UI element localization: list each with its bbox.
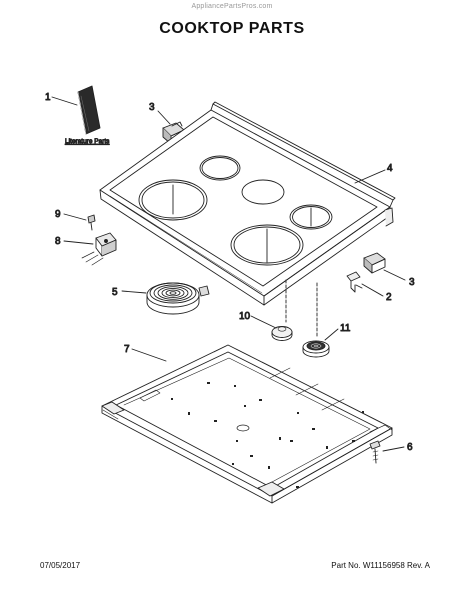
callout-2: 2 bbox=[386, 292, 392, 303]
terminal-block-part-8 bbox=[81, 232, 117, 266]
callout-3-upper: 3 bbox=[149, 102, 155, 113]
watermark: AppliancePartsPros.com bbox=[191, 3, 273, 10]
hinge-bracket-lower bbox=[363, 252, 386, 274]
callout-9: 9 bbox=[55, 209, 61, 220]
callout-7: 7 bbox=[124, 344, 130, 355]
callout-8: 8 bbox=[55, 236, 61, 247]
callout-5: 5 bbox=[112, 287, 118, 298]
page-title: COOKTOP PARTS bbox=[159, 20, 305, 37]
clip-part-2 bbox=[346, 271, 363, 293]
leader-line-8 bbox=[63, 240, 94, 245]
callout-3-lower: 3 bbox=[409, 277, 415, 288]
leader-line-3-upper bbox=[157, 110, 171, 125]
burner-box-part-7 bbox=[101, 344, 393, 504]
limiter-sensor-part-10 bbox=[271, 279, 293, 341]
leader-line-2 bbox=[361, 283, 384, 297]
leader-line-11 bbox=[324, 328, 339, 341]
callout-4: 4 bbox=[387, 163, 393, 174]
literature-parts-label: Literature Parts bbox=[65, 138, 110, 145]
surface-element-small bbox=[302, 282, 330, 358]
leader-line-10 bbox=[250, 315, 277, 329]
literature-parts-booklet bbox=[77, 85, 101, 135]
cooktop-glass-top bbox=[99, 101, 396, 306]
leader-line-5 bbox=[121, 290, 147, 294]
footer-date: 07/05/2017 bbox=[40, 561, 81, 570]
leader-line-1 bbox=[51, 96, 78, 106]
leader-line-3-lower bbox=[383, 269, 406, 281]
footer-part-number: Part No. W11156958 Rev. A bbox=[331, 561, 430, 570]
screw-part-6 bbox=[369, 440, 381, 464]
callout-10: 10 bbox=[239, 311, 251, 322]
callout-6: 6 bbox=[407, 442, 413, 453]
leader-line-4 bbox=[354, 169, 386, 184]
leader-line-7 bbox=[131, 348, 167, 362]
callout-11: 11 bbox=[340, 323, 351, 334]
surface-element-large bbox=[146, 282, 210, 315]
screw-part-9 bbox=[87, 214, 96, 231]
callout-1: 1 bbox=[45, 92, 51, 103]
leader-line-6 bbox=[382, 446, 405, 452]
leader-line-9 bbox=[63, 213, 87, 221]
